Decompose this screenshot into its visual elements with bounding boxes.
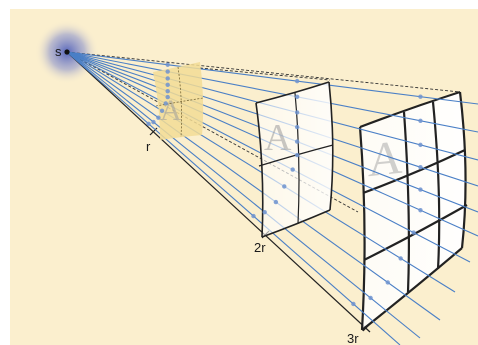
ray-dot (165, 94, 170, 100)
ray-dot (418, 187, 423, 192)
ray-dot (165, 62, 170, 67)
panel-r-grid (155, 66, 204, 138)
ray-dot (282, 184, 287, 189)
ray-dot (163, 101, 168, 106)
ray-dot (290, 167, 295, 172)
ray-dot (411, 230, 416, 235)
panel-r: A (153, 62, 204, 140)
ray-dot (165, 89, 170, 94)
ray-dot (156, 115, 161, 120)
ray-dot (294, 152, 300, 158)
panel-3r-letter: A (368, 131, 403, 188)
ray-dot (294, 78, 300, 84)
label-2r: 2r (254, 240, 266, 255)
ray-dot (151, 119, 156, 125)
ray-dot (294, 124, 300, 130)
ray-dot (418, 165, 423, 170)
panel-2r-letter: A (264, 117, 292, 159)
label-source: s (55, 44, 62, 59)
light-ray (66, 51, 478, 105)
ray-dot (368, 295, 373, 301)
panel-2r-grid (255, 81, 334, 238)
panel-2r-surface (256, 82, 333, 237)
ray-dot (418, 142, 423, 148)
light-source-point (64, 49, 70, 55)
ray-dot (159, 108, 165, 114)
tick-r (149, 127, 158, 136)
ray-dot (146, 121, 151, 126)
light-ray (66, 51, 421, 339)
ray-dot (165, 76, 170, 81)
ray-dot (385, 280, 390, 285)
ray-dot (418, 118, 423, 124)
ray-dot (262, 209, 267, 215)
ray-dot (418, 208, 423, 213)
light-ray (66, 51, 441, 321)
light-ray (66, 51, 456, 293)
ray-dot (351, 301, 356, 307)
ray-dot (294, 110, 300, 115)
label-r: r (146, 139, 151, 154)
ray-dot (418, 94, 423, 99)
ray-dot (294, 94, 300, 100)
ray-dot (165, 69, 170, 74)
ray-dot (165, 82, 170, 88)
ray-dot (294, 139, 300, 144)
label-3r: 3r (347, 331, 359, 345)
light-ray (66, 51, 401, 345)
panel-2r: A (255, 81, 334, 238)
panel-r-surface (153, 62, 204, 140)
panel-3r-surface (360, 92, 466, 330)
ray-dot (398, 256, 403, 261)
ray-dot (251, 213, 256, 219)
ray-dot (273, 199, 279, 205)
ray-impact-dots (146, 62, 423, 307)
light-ray (66, 51, 478, 133)
